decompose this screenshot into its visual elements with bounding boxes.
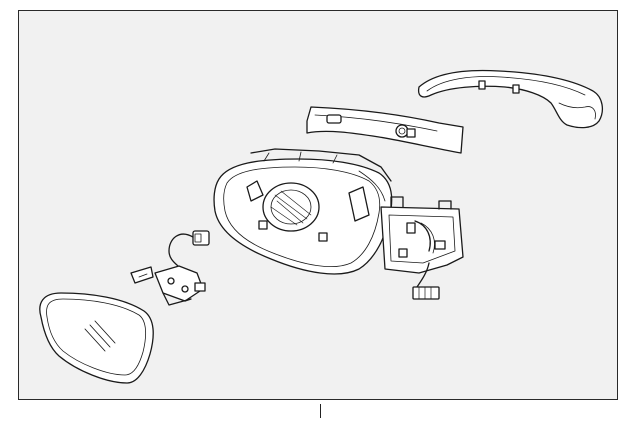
callout-leader-line — [320, 404, 321, 418]
mirror-housing-part[interactable] — [213, 148, 393, 275]
diagram-frame — [18, 10, 618, 400]
actuator-harness-part[interactable] — [130, 230, 210, 306]
mirror-cover-cap-part[interactable] — [417, 69, 604, 129]
exploded-parts-drawing — [39, 69, 604, 384]
turn-signal-lamp-part[interactable] — [306, 106, 464, 154]
mirror-glass-part[interactable] — [39, 292, 154, 384]
callout-label — [300, 402, 340, 422]
mount-bracket-part[interactable] — [380, 196, 464, 300]
